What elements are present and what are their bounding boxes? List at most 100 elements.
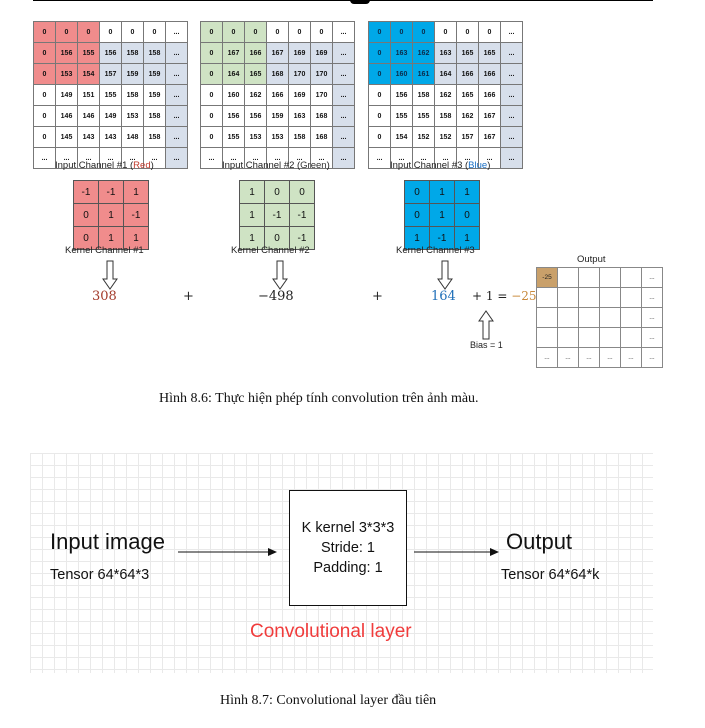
bias-label: Bias = 1 [470, 340, 503, 350]
matrix-cell: ... [165, 21, 188, 43]
matrix-cell: 0 [478, 21, 501, 43]
matrix-cell: 166 [478, 84, 501, 106]
kernel-channel-1-caption: Kernel Channel #1 [65, 245, 144, 256]
matrix-cell: 145 [55, 126, 78, 148]
matrix-cell: 163 [434, 42, 457, 64]
matrix-cell: ... [55, 147, 78, 169]
matrix-cell: 164 [222, 63, 245, 85]
matrix-cell: 158 [143, 105, 166, 127]
matrix-cell: 0 [200, 42, 223, 64]
output-cell [620, 267, 642, 288]
matrix-cell: 0 [200, 105, 223, 127]
matrix-cell: 158 [412, 84, 435, 106]
caption-color-word: Red [133, 160, 151, 171]
matrix-cell: 158 [121, 42, 144, 64]
matrix-cell: 0 [288, 21, 311, 43]
matrix-cell: 0 [99, 21, 122, 43]
output-cell: ... [641, 267, 663, 288]
matrix-cell: 166 [478, 63, 501, 85]
matrix-row: ..................... [368, 147, 523, 169]
kernel-cell: 1 [239, 203, 265, 227]
matrix-cell: ... [500, 63, 523, 85]
matrix-cell: 0 [77, 21, 100, 43]
output-cell: ... [641, 307, 663, 328]
matrix-cell: 0 [200, 84, 223, 106]
matrix-cell: ... [165, 126, 188, 148]
matrix-cell: ... [266, 147, 289, 169]
matrix-cell: ... [332, 147, 355, 169]
matrix-cell: 164 [434, 63, 457, 85]
arrow-right-icon [178, 548, 277, 556]
output-cell [557, 267, 579, 288]
matrix-cell: ... [244, 147, 267, 169]
output-cell: ... [620, 347, 642, 368]
output-cell: ... [599, 347, 621, 368]
matrix-cell: ... [500, 147, 523, 169]
output-cell [620, 287, 642, 308]
kernel-cell: -1 [429, 226, 455, 250]
kernel-cell: 0 [264, 180, 290, 204]
matrix-cell: 153 [244, 126, 267, 148]
matrix-cell: 0 [121, 21, 144, 43]
matrix-cell: 158 [121, 84, 144, 106]
matrix-cell: 0 [200, 63, 223, 85]
matrix-cell: 158 [288, 126, 311, 148]
matrix-cell: 0 [244, 21, 267, 43]
down-arrow-icon [272, 260, 288, 290]
output-cell [578, 307, 600, 328]
matrix-cell: 160 [390, 63, 413, 85]
matrix-cell: ... [200, 147, 223, 169]
bias-expr-text: + 1 = [472, 289, 512, 303]
output-cell [536, 287, 558, 308]
matrix-cell: ... [332, 126, 355, 148]
kernel-cell: 1 [454, 180, 480, 204]
output-row: ... [536, 307, 663, 328]
matrix-cell: ... [332, 21, 355, 43]
matrix-cell: 146 [77, 105, 100, 127]
output-cell [557, 327, 579, 348]
matrix-cell: 158 [143, 126, 166, 148]
matrix-cell: 161 [412, 63, 435, 85]
output-row: ... [536, 327, 663, 348]
matrix-cell: 165 [456, 84, 479, 106]
kernel-cell: -1 [264, 203, 290, 227]
kernel-cell: 0 [289, 180, 315, 204]
matrix-cell: 0 [222, 21, 245, 43]
matrix-cell: 156 [390, 84, 413, 106]
matrix-cell: 158 [434, 105, 457, 127]
output-cell [620, 307, 642, 328]
output-row: .................. [536, 347, 663, 368]
output-cell [536, 307, 558, 328]
matrix-cell: 148 [121, 126, 144, 148]
channel2-result: −498 [258, 289, 294, 304]
matrix-cell: ... [143, 147, 166, 169]
matrix-cell: 166 [266, 84, 289, 106]
matrix-cell: 0 [143, 21, 166, 43]
matrix-cell: ... [121, 147, 144, 169]
matrix-cell: 170 [310, 84, 333, 106]
matrix-cell: 163 [288, 105, 311, 127]
matrix-cell: ... [332, 84, 355, 106]
matrix-cell: 0 [310, 21, 333, 43]
matrix-cell: ... [500, 21, 523, 43]
figure-8-7-caption: Hình 8.7: Convolutional layer đầu tiên [220, 693, 437, 708]
matrix-cell: 0 [33, 105, 56, 127]
down-arrow-icon [102, 260, 118, 290]
output-cell [578, 287, 600, 308]
output-cell [578, 327, 600, 348]
matrix-cell: 162 [456, 105, 479, 127]
matrix-cell: ... [33, 147, 56, 169]
matrix-cell: 0 [456, 21, 479, 43]
output-cell: ... [641, 287, 663, 308]
output-cell [536, 327, 558, 348]
kernel-cell: 1 [123, 180, 149, 204]
